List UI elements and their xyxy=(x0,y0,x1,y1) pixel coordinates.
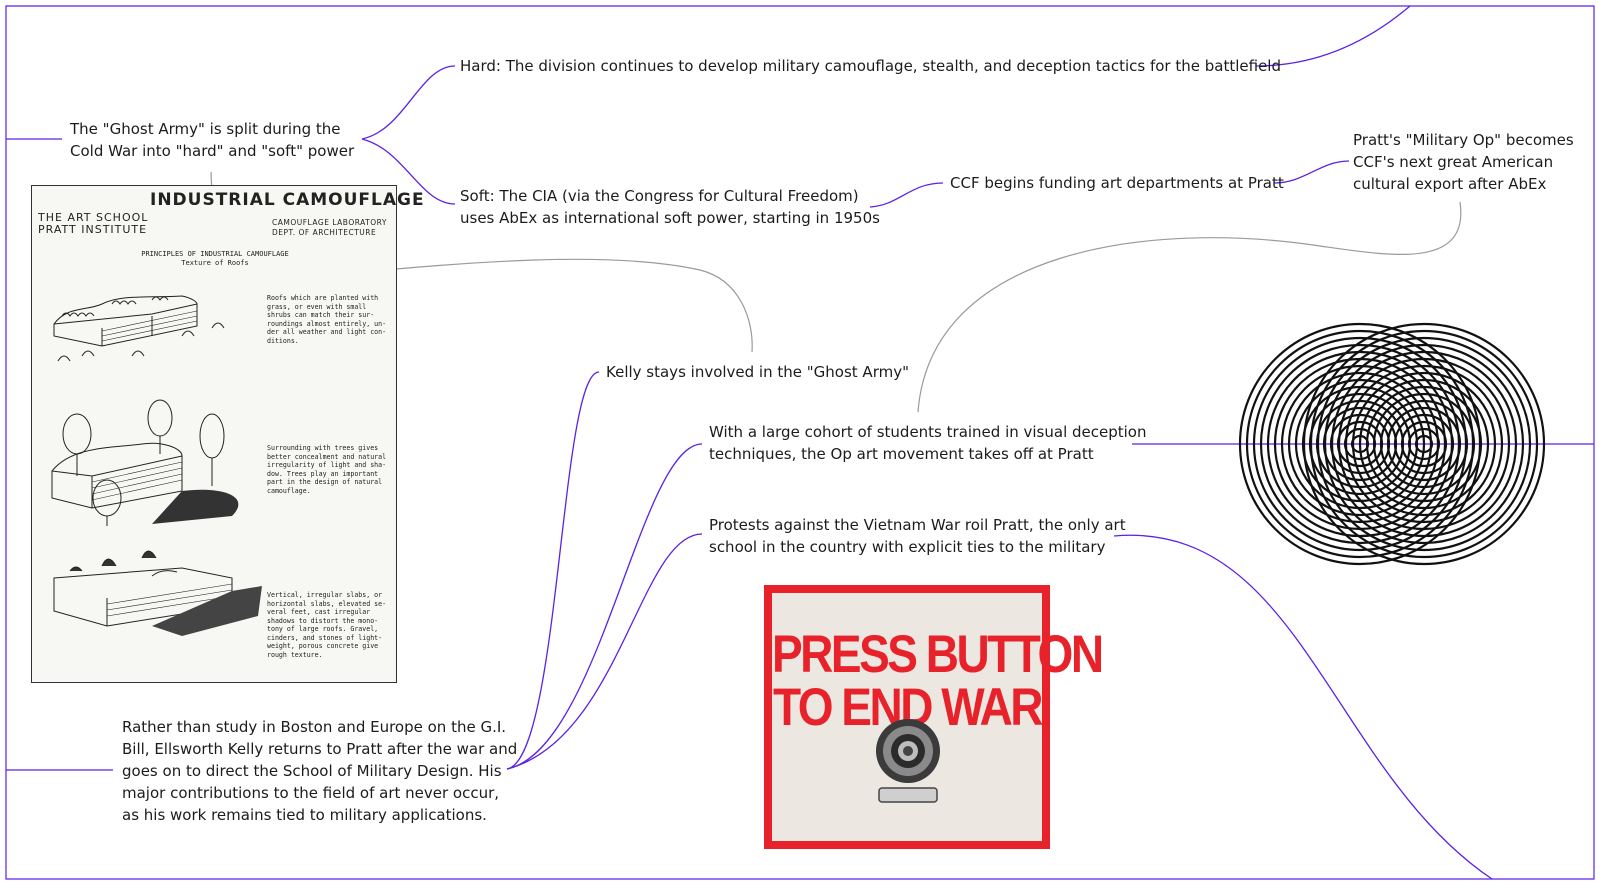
kelly-involved-node[interactable]: Kelly stays involved in the "Ghost Army" xyxy=(606,363,909,381)
document-paragraph-3: Vertical, irregular slabs, or horizontal… xyxy=(267,591,387,659)
camouflage-illustrations xyxy=(51,295,262,636)
op-art-ring xyxy=(1302,322,1546,566)
op-art-ring xyxy=(1407,427,1441,461)
op-art-ring xyxy=(1337,357,1511,531)
op-art-ring xyxy=(1316,336,1532,552)
press-button-poster: PRESS BUTTON TO END WAR xyxy=(764,585,1104,849)
op-art-ring xyxy=(1344,364,1504,524)
industrial-camouflage-document: INDUSTRIAL CAMOUFLAGE THE ART SCHOOL PRA… xyxy=(31,185,424,683)
ccf-funding-node[interactable]: CCF begins funding art departments at Pr… xyxy=(950,174,1284,192)
ghost-army-split-node[interactable]: The "Ghost Army" is split during the Col… xyxy=(70,120,355,160)
op-art-ring xyxy=(1294,378,1426,510)
soft-power-node[interactable]: Soft: The CIA (via the Congress for Cult… xyxy=(460,187,880,227)
op-art-concentric-circles xyxy=(1238,322,1546,566)
op-art-ring xyxy=(1358,378,1490,510)
op-art-node[interactable]: With a large cohort of students trained … xyxy=(709,423,1147,463)
military-op-node[interactable]: Pratt's "Military Op" becomes CCF's next… xyxy=(1353,131,1574,193)
op-art-ring xyxy=(1393,413,1455,475)
op-art-ring xyxy=(1323,343,1525,545)
op-art-ring xyxy=(1309,329,1539,559)
document-paragraph-2: Surrounding with trees gives better conc… xyxy=(267,444,387,495)
op-art-ring xyxy=(1379,399,1469,489)
document-paragraph-1: Roofs which are planted with grass, or e… xyxy=(267,294,387,345)
op-art-ring xyxy=(1351,371,1497,517)
document-lab: CAMOUFLAGE LABORATORY DEPT. OF ARCHITECT… xyxy=(272,218,387,237)
op-art-ring xyxy=(1400,420,1448,468)
op-art-ring xyxy=(1330,350,1518,538)
op-art-ring xyxy=(1386,406,1462,482)
document-principles: PRINCIPLES OF INDUSTRIAL CAMOUFLAGE Text… xyxy=(141,250,289,267)
hard-power-node[interactable]: Hard: The division continues to develop … xyxy=(460,57,1281,75)
document-school: THE ART SCHOOL PRATT INSTITUTE xyxy=(38,211,149,236)
kelly-returns-node[interactable]: Rather than study in Boston and Europe o… xyxy=(122,718,518,824)
op-art-ring xyxy=(1414,434,1434,454)
document-title: INDUSTRIAL CAMOUFLAGE xyxy=(150,190,425,210)
op-art-ring xyxy=(1372,392,1476,496)
poster-button-icon xyxy=(876,719,940,803)
vietnam-protests-node[interactable]: Protests against the Vietnam War roil Pr… xyxy=(709,516,1126,556)
op-art-ring xyxy=(1365,385,1483,503)
